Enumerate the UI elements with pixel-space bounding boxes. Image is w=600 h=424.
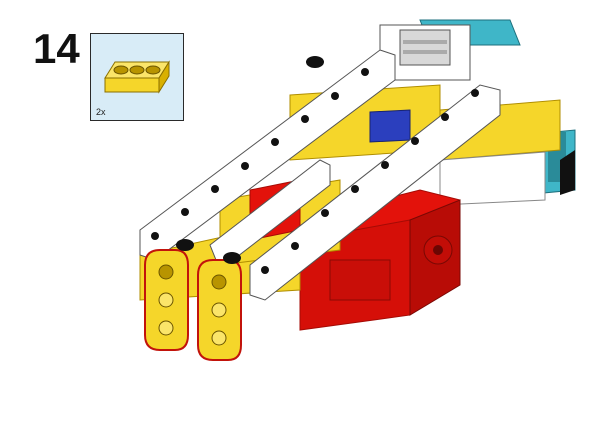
parts-callout: 2x <box>90 33 184 121</box>
black-pins <box>176 56 324 264</box>
red-motor <box>299 189 461 331</box>
part-quantity: 2x <box>96 107 106 117</box>
step-number: 14 <box>33 25 80 72</box>
yellow-beam-right <box>197 259 242 361</box>
beam-3-icon <box>104 60 170 94</box>
yellow-beam-left <box>144 249 189 351</box>
white-beam-front <box>209 84 501 301</box>
connector-block <box>379 24 471 81</box>
white-beam-back <box>139 49 396 261</box>
